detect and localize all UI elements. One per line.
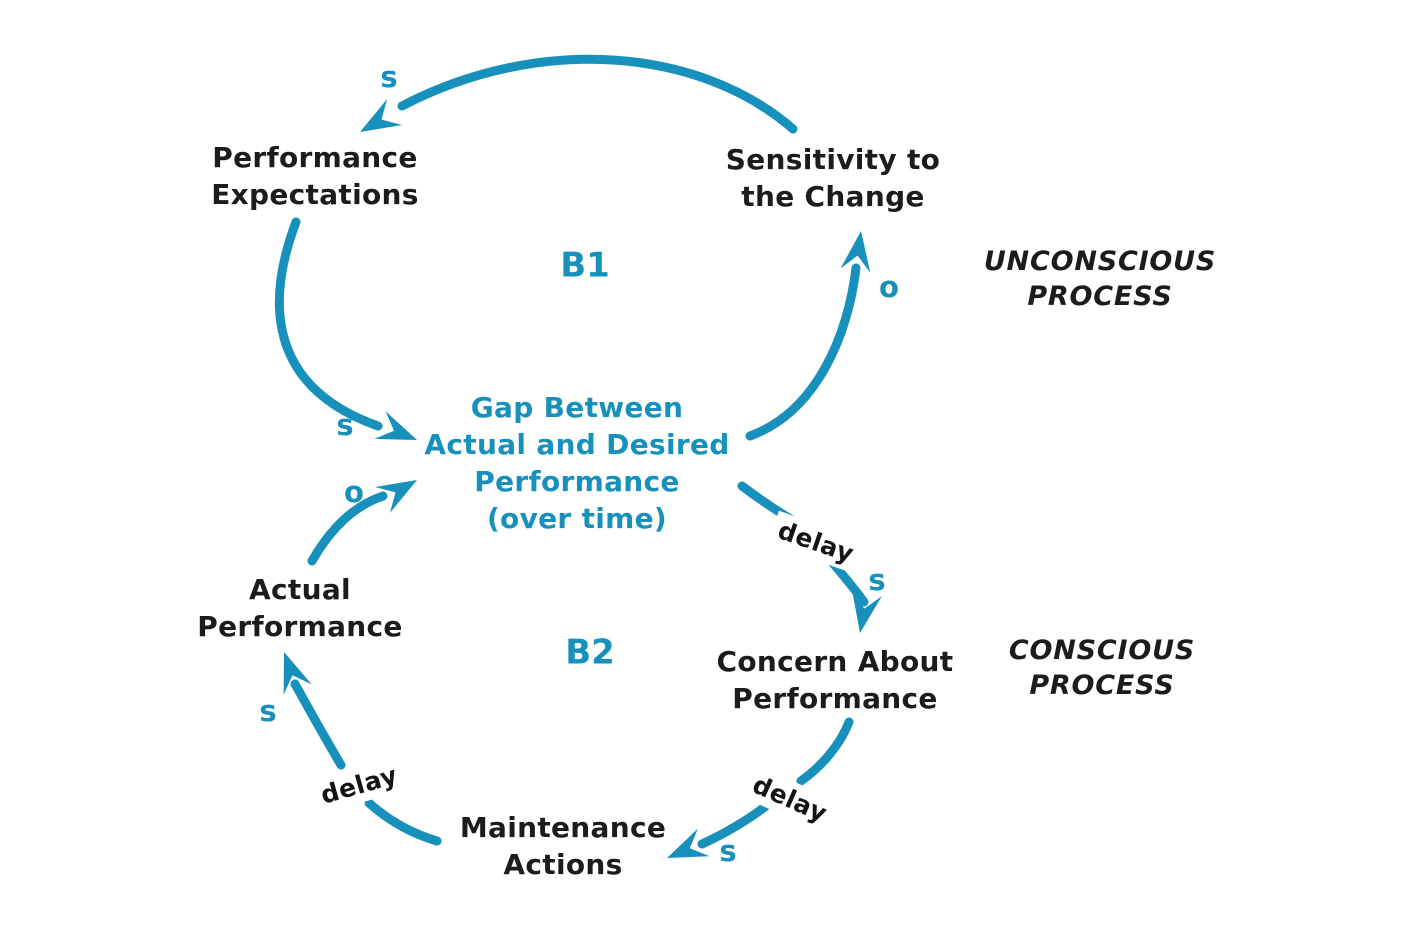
arrow-shaft <box>307 491 388 566</box>
polarity-o-actual-to-gap: o <box>344 474 364 509</box>
annotation-unconscious-process: UNCONSCIOUS PROCESS <box>983 245 1217 312</box>
arrow-shaft <box>290 679 346 770</box>
arrow-shaft <box>745 263 861 441</box>
arrow-head-icon <box>374 480 417 513</box>
annotation-conscious-process: CONSCIOUS PROCESS <box>1008 634 1196 701</box>
arrow-sensitivity-to-expectations <box>360 54 798 134</box>
arrow-actual-to-gap <box>307 480 417 566</box>
arrow-expectations-to-gap <box>274 217 417 440</box>
loop-label-b1: B1 <box>560 245 610 286</box>
polarity-o-gap-to-sensitivity: o <box>879 269 899 304</box>
arrow-concern-to-maintenance <box>667 717 854 858</box>
arrow-head-icon <box>360 99 403 132</box>
arrow-head-icon <box>840 231 871 273</box>
loop-label-b2: B2 <box>565 632 615 673</box>
arrow-head-icon <box>667 828 710 858</box>
arrow-shaft <box>697 801 771 849</box>
arrow-head-icon <box>852 591 882 633</box>
arrow-shaft <box>274 217 383 431</box>
node-actual-performance: Actual Performance <box>197 573 403 643</box>
arrow-gap-to-sensitivity <box>745 231 871 441</box>
node-maintenance-actions: Maintenance Actions <box>459 811 667 881</box>
node-performance-expectations: Performance Expectations <box>211 141 419 211</box>
arrow-maintenance-to-actual <box>283 652 442 846</box>
polarity-s-gap-to-concern: s <box>868 562 886 597</box>
arrow-head-icon <box>283 652 312 695</box>
polarity-s-concern-to-maintenance: s <box>719 833 737 868</box>
arrow-head-icon <box>374 411 417 440</box>
node-concern-about-performance: Concern About Performance <box>716 645 954 715</box>
polarity-s-maintenance-to-actual: s <box>259 693 277 728</box>
arrow-gap-to-concern <box>737 481 882 633</box>
node-sensitivity-to-change: Sensitivity to the Change <box>725 143 941 213</box>
arrow-shaft <box>796 717 854 786</box>
polarity-s-sensitivity-to-expectations: s <box>380 59 398 94</box>
arrow-shaft <box>364 798 442 846</box>
node-gap-actual-desired-performance: Gap Between Actual and Desired Performan… <box>424 391 730 535</box>
arrow-shaft <box>397 54 798 134</box>
polarity-s-expectations-to-gap: s <box>336 407 354 442</box>
